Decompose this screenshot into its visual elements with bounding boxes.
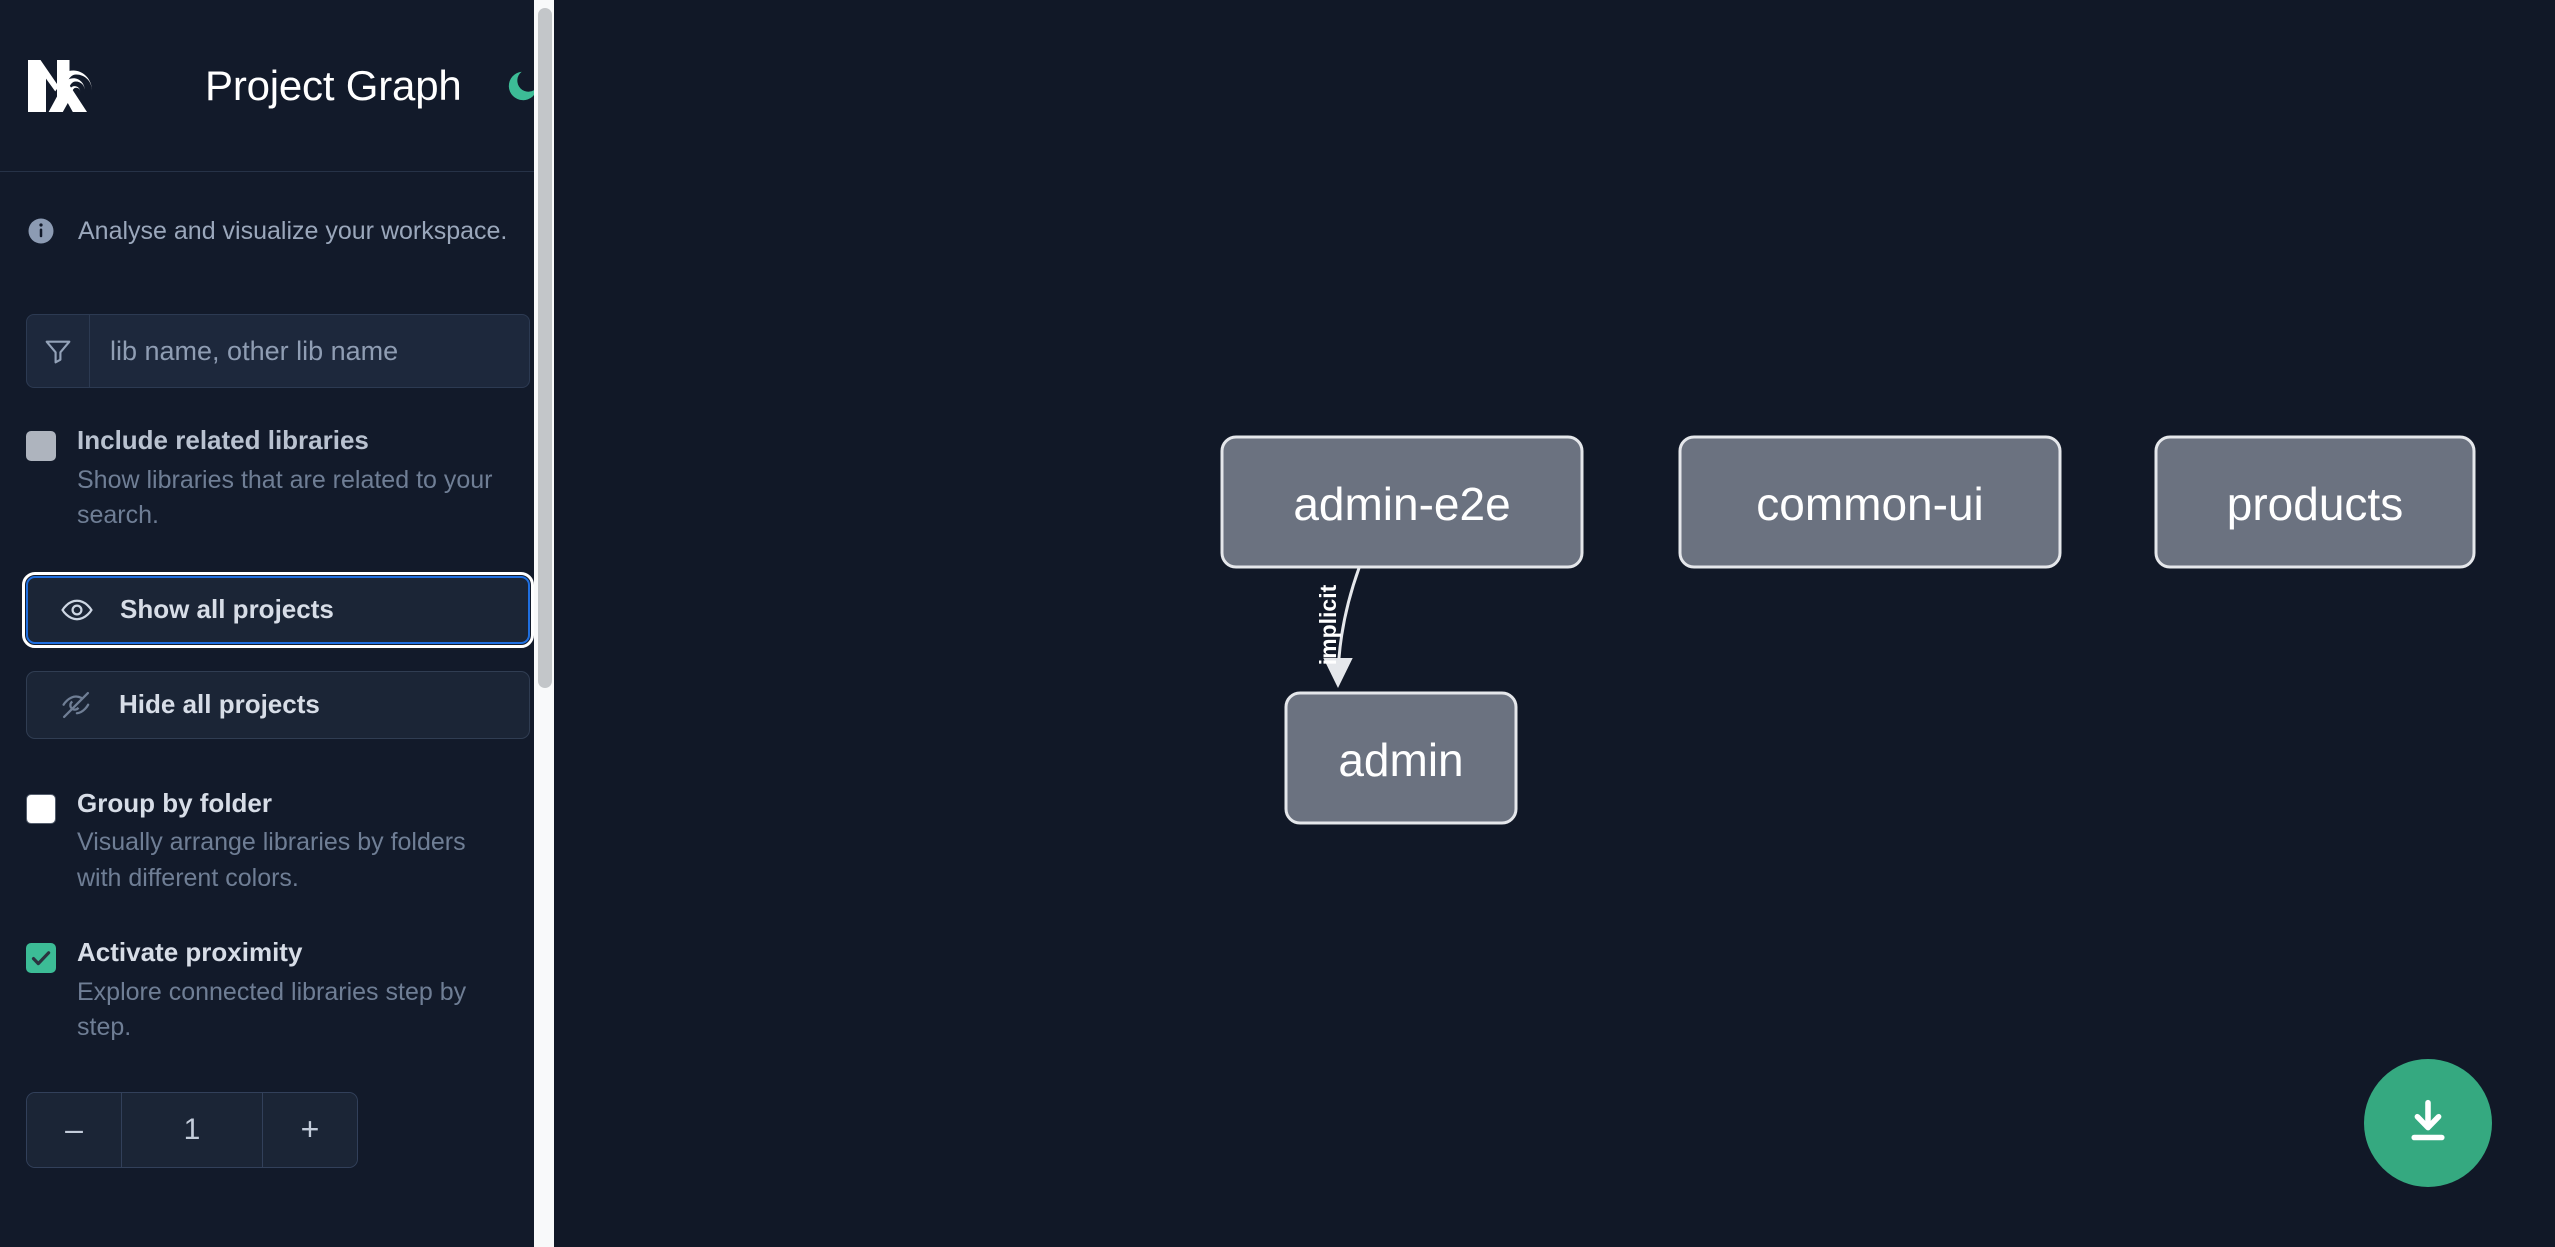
sidebar-scroll-area: Project Graph Analyse and visualize your… (0, 0, 556, 1247)
option-description: Explore connected libraries step by step… (77, 977, 467, 1042)
option-label: Group by folder (77, 787, 272, 818)
graph-edges: implicit implicit (1315, 567, 1361, 688)
hide-all-projects-button[interactable]: Hide all projects (26, 670, 530, 739)
option-label: Activate proximity (77, 937, 303, 967)
graph-canvas[interactable]: implicit implicit admin-e2e common-ui (556, 0, 2555, 1247)
node-label: admin (1338, 734, 1463, 786)
node-shape (1284, 691, 1518, 825)
sidebar-scrollbar-track[interactable] (534, 0, 556, 1247)
graph-node-common-ui[interactable]: common-ui (1678, 435, 2062, 569)
search-input[interactable] (90, 315, 529, 387)
node-label: common-ui (1756, 478, 1984, 530)
checkbox-group-by-folder[interactable] (26, 793, 56, 824)
check-icon (31, 951, 51, 966)
moon-icon[interactable] (500, 63, 546, 109)
nx-logo-icon (28, 59, 92, 112)
option-group-by-folder[interactable]: Group by folder Visually arrange librari… (0, 787, 556, 897)
sidebar-divider (554, 0, 556, 1247)
sidebar-scrollbar-thumb[interactable] (538, 8, 552, 688)
download-icon (2411, 1099, 2445, 1141)
tagline: Analyse and visualize your workspace. (0, 172, 556, 246)
edge-label: implicit (1315, 584, 1341, 665)
tagline-text: Analyse and visualize your workspace. (78, 216, 508, 245)
option-description: Show libraries that are related to your … (77, 465, 493, 530)
sidebar-header: Project Graph (0, 0, 556, 172)
filter-glyph (45, 340, 71, 364)
edge-admin-e2e-to-admin[interactable]: implicit (1315, 567, 1361, 688)
proximity-increment-button[interactable]: + (262, 1092, 357, 1167)
node-label: products (2227, 478, 2403, 530)
node-shape (1220, 435, 1584, 569)
option-body: Activate proximity Explore connected lib… (77, 936, 509, 1046)
proximity-decrement-button[interactable]: – (27, 1092, 122, 1167)
filter-bar (26, 314, 530, 388)
node-label: admin-e2e (1293, 478, 1510, 530)
option-body: Include related libraries Show libraries… (77, 424, 509, 534)
project-graph-svg: implicit implicit admin-e2e common-ui (1220, 435, 2476, 825)
option-activate-proximity[interactable]: Activate proximity Explore connected lib… (0, 936, 556, 1046)
graph-node-admin-e2e[interactable]: admin-e2e (1220, 435, 1584, 569)
proximity-stepper: – 1 + (26, 1091, 358, 1168)
option-description: Visually arrange libraries by folders wi… (77, 828, 466, 892)
graph-node-admin[interactable]: admin (1284, 691, 1518, 825)
eye-off-glyph (62, 691, 90, 718)
moon-glyph (508, 71, 537, 100)
eye-off-icon (53, 688, 99, 722)
download-graph-button[interactable] (2364, 1059, 2492, 1187)
option-include-related-libraries[interactable]: Include related libraries Show libraries… (0, 424, 556, 534)
filter-icon (27, 315, 90, 387)
node-shape (1678, 435, 2062, 569)
graph-nodes: admin-e2e common-ui products store-e2e a… (1220, 435, 2476, 825)
graph-node-products[interactable]: products (2154, 435, 2476, 569)
hide-all-projects-label: Hide all projects (119, 689, 320, 719)
proximity-value: 1 (122, 1092, 262, 1167)
option-label: Include related libraries (77, 425, 369, 455)
eye-icon (54, 593, 100, 627)
checkbox-include-related-libraries[interactable] (26, 431, 56, 461)
checkbox-activate-proximity[interactable] (26, 943, 56, 973)
page-title: Project Graph (205, 61, 462, 109)
show-all-projects-label: Show all projects (120, 594, 334, 624)
show-all-projects-button[interactable]: Show all projects (22, 571, 534, 648)
info-icon (28, 218, 54, 244)
eye-glyph (61, 599, 93, 620)
sidebar: Project Graph Analyse and visualize your… (0, 0, 556, 1247)
node-shape (2154, 435, 2476, 569)
edge-path (1323, 567, 1361, 688)
option-body: Group by folder Visually arrange librari… (77, 787, 509, 897)
